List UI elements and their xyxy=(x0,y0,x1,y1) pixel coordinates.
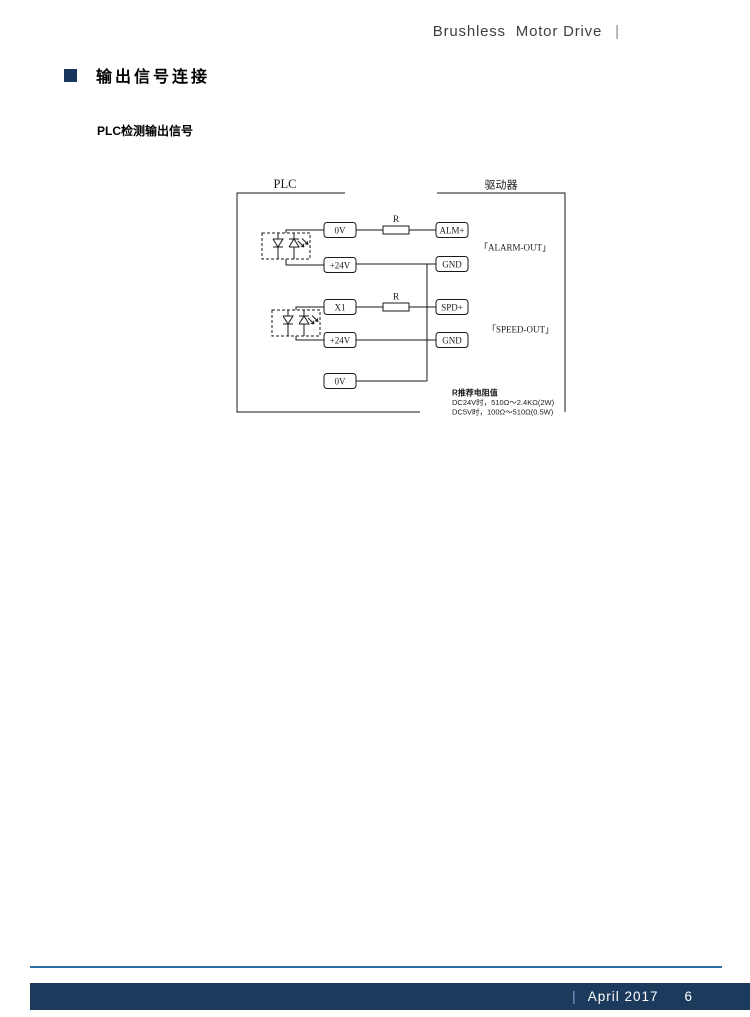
resistor-note-line1: DC24V时，510Ω～2.4KΩ(2W) xyxy=(452,397,555,407)
plc-terminal-label: +24V xyxy=(330,336,351,346)
plc-terminal-box xyxy=(323,373,357,389)
plc-terminal-box xyxy=(323,222,357,238)
diagram-lines xyxy=(236,192,566,413)
diagram-text: PLC 驱动器 0V +24V X1 +24V 0V ALM+ GND SPD+… xyxy=(274,177,555,417)
terminal-boxes xyxy=(323,222,469,389)
plc-terminal-box xyxy=(323,332,357,348)
driver-boundary-line xyxy=(437,192,566,412)
header-divider: | xyxy=(615,23,619,40)
plc-terminal-label: X1 xyxy=(335,303,346,313)
driver-terminal-box xyxy=(435,222,469,238)
connection-wires xyxy=(285,229,436,382)
resistor-label: R xyxy=(393,215,400,225)
wiring-diagram: PLC 驱动器 0V +24V X1 +24V 0V ALM+ GND SPD+… xyxy=(236,177,566,417)
optocoupler-diode-icon xyxy=(272,233,309,259)
plc-boundary-line xyxy=(236,192,420,413)
section-bullet-icon xyxy=(64,68,77,82)
driver-label: 驱动器 xyxy=(485,179,518,192)
resistor-note-line2: DC5V时，100Ω～510Ω(0.5W) xyxy=(452,407,554,417)
section-heading: 输出信号连接 xyxy=(64,63,210,87)
driver-terminal-label: GND xyxy=(442,336,462,346)
plc-terminal-box xyxy=(323,257,357,273)
header-title: Brushless Motor Drive xyxy=(432,23,603,40)
optocoupler-diode-icon xyxy=(282,310,319,336)
driver-terminal-box xyxy=(435,256,469,272)
plc-terminal-box xyxy=(323,299,357,315)
footer-date: April 2017 xyxy=(587,989,659,1004)
optocoupler-box xyxy=(261,232,311,260)
driver-terminal-label: SPD+ xyxy=(441,303,463,313)
speed-out-label: 「SPEED-OUT」 xyxy=(487,325,554,335)
driver-terminal-label: GND xyxy=(442,260,462,270)
driver-terminal-box xyxy=(435,299,469,315)
page-header: Brushless Motor Drive | xyxy=(433,23,619,40)
footer-divider-line xyxy=(30,966,722,968)
resistor-label: R xyxy=(393,293,400,303)
footer-page-number: 6 xyxy=(684,989,692,1004)
plc-terminal-label: +24V xyxy=(330,261,351,271)
driver-terminal-box xyxy=(435,332,469,348)
page-footer: | April 2017 6 xyxy=(30,983,750,1010)
plc-label: PLC xyxy=(274,177,297,191)
optocoupler-box xyxy=(271,309,321,337)
plc-terminal-label: 0V xyxy=(335,226,347,236)
plc-terminal-label: 0V xyxy=(335,377,347,387)
footer-divider: | xyxy=(572,989,576,1004)
section-title: 输出信号连接 xyxy=(96,69,211,86)
resistor-note-title: R推荐电阻值 xyxy=(452,388,498,398)
resistor-symbol xyxy=(382,302,410,312)
resistor-symbol xyxy=(382,225,410,235)
driver-terminal-label: ALM+ xyxy=(439,226,464,236)
alarm-out-label: 「ALARM-OUT」 xyxy=(479,243,551,253)
diagram-caption: PLC检测输出信号 xyxy=(97,124,194,138)
